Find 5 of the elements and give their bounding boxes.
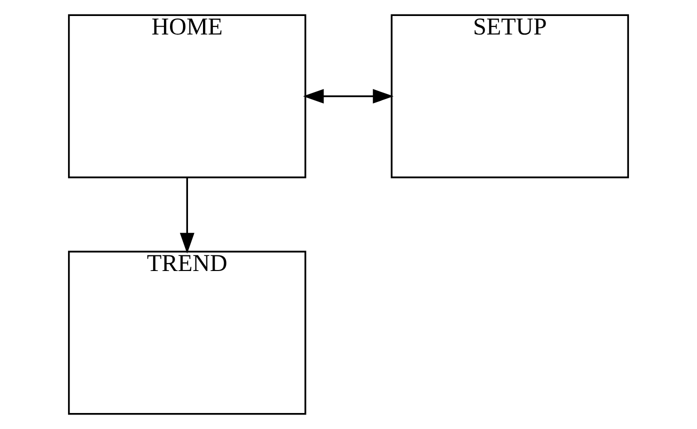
- node-box: HOME: [68, 14, 306, 178]
- node-box: SETUP: [390, 14, 629, 178]
- arrow: [303, 89, 394, 104]
- node-box: TREND: [68, 250, 306, 415]
- arrow: [180, 178, 194, 254]
